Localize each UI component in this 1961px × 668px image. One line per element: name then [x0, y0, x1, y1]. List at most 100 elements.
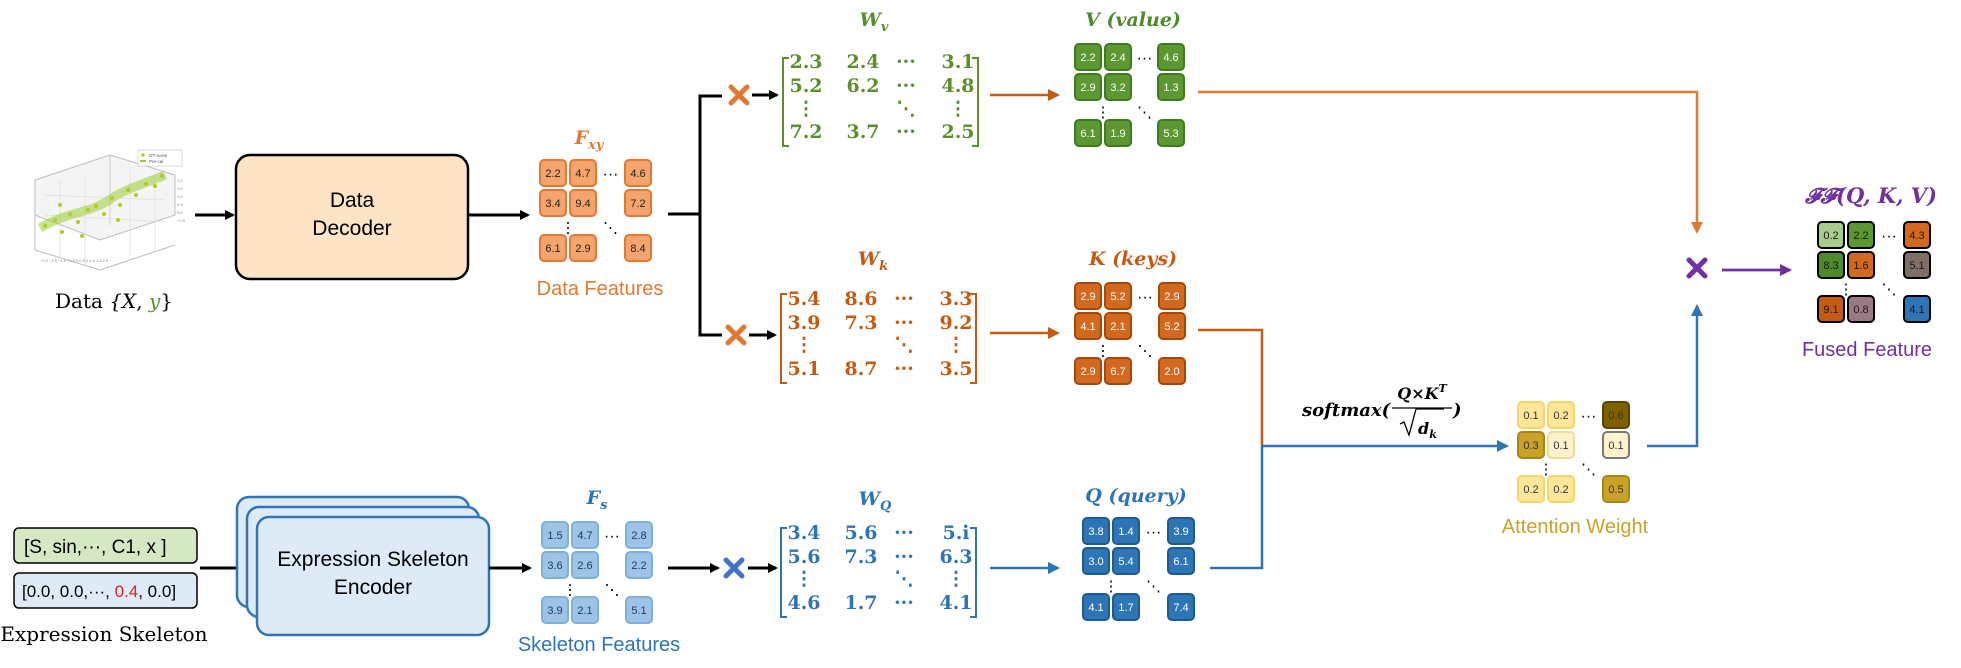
- attention-cell: 0.1: [1517, 401, 1545, 429]
- q_matrix-cell: 3.8: [1082, 517, 1110, 545]
- attention-cell: 0.1: [1547, 431, 1575, 459]
- attention-cell-value: 0.3: [1523, 440, 1538, 452]
- k_matrix-cell-value: 6.7: [1110, 366, 1125, 378]
- wq-entry: ⋮: [947, 568, 966, 590]
- multiply-icon-k: [725, 324, 747, 346]
- wk-entry: 5.4: [787, 288, 820, 310]
- k_matrix-cell: 5.2: [1158, 312, 1186, 340]
- svg-text:): ): [1452, 400, 1462, 421]
- wq-entry: ⋱: [895, 568, 914, 590]
- v_matrix-cell-value: 1.3: [1163, 82, 1178, 94]
- skeleton-values-text: [0.0, 0.0,···, 0.4, 0.0]: [22, 582, 176, 601]
- data_features-cell-value: 9.4: [575, 198, 590, 210]
- k-matrix-title: K (keys): [1088, 248, 1177, 270]
- v_matrix-cell-value: 1.9: [1110, 128, 1125, 140]
- skeleton_features-cell: 3.9: [541, 596, 569, 624]
- multiply-icon-q: [723, 557, 745, 579]
- fused-cell-value: 5.1: [1909, 260, 1924, 272]
- h-ellipsis: ···: [1146, 524, 1162, 541]
- fused-cell-value: 0.8: [1853, 304, 1868, 316]
- k_matrix-cell: 2.0: [1158, 357, 1186, 385]
- skeleton_features-cell: 2.1: [571, 596, 599, 624]
- fused-cell-value: 8.3: [1823, 260, 1838, 272]
- wv-entry: ···: [896, 51, 916, 73]
- skeleton-values-box: [0.0, 0.0,···, 0.4, 0.0]: [13, 572, 198, 609]
- q_matrix-cell: 5.4: [1112, 547, 1140, 575]
- fused-title: 𝓕𝓕(Q, K, V): [1804, 183, 1937, 208]
- fusion-multiply-icon: [1686, 257, 1708, 279]
- line-k-to-softmax: [1198, 328, 1264, 446]
- data_features-cell: 4.7: [569, 159, 597, 187]
- d-ellipsis: ⋱: [603, 220, 618, 237]
- q_matrix-cell-value: 3.0: [1088, 556, 1103, 568]
- q_matrix-cell-value: 4.1: [1088, 602, 1103, 614]
- plot-legend-gt: GT-noise: [149, 153, 168, 158]
- wk-entry: ⋮: [947, 334, 966, 356]
- wv-entry: ···: [896, 121, 916, 143]
- fused-cell: 1.6: [1847, 251, 1875, 279]
- skeleton_features-cell: 3.6: [541, 551, 569, 579]
- v-ellipsis: ⋮: [561, 220, 576, 237]
- q_matrix-cell: 4.1: [1082, 593, 1110, 621]
- wq-entry: ···: [894, 546, 914, 568]
- wq-entry: 5.6: [787, 546, 820, 568]
- skeleton_features-cell: 4.7: [571, 521, 599, 549]
- d-ellipsis: ⋱: [605, 582, 620, 599]
- k_matrix-cell: 6.7: [1104, 357, 1132, 385]
- wv-entry: 3.1: [941, 51, 974, 73]
- k_matrix-cell-value: 5.2: [1110, 291, 1125, 303]
- data-input-label: Data {X, y}: [55, 289, 173, 313]
- attention-weight-caption: Attention Weight: [1502, 516, 1649, 538]
- k_matrix-cell: 4.1: [1074, 312, 1102, 340]
- skeleton-encoder-label-1: Expression Skeleton: [277, 548, 468, 571]
- q_matrix-cell: 1.4: [1112, 517, 1140, 545]
- v_matrix-cell: 1.3: [1157, 73, 1185, 101]
- data_features-cell-value: 3.4: [545, 198, 560, 210]
- svg-text:1.5: 1.5: [177, 186, 183, 191]
- svg-text:−2.0 −1.5 −1.0 −0.5 0.0 0.5 1.: −2.0 −1.5 −1.0 −0.5 0.0 0.5 1.0 1.5 2.0: [40, 258, 109, 263]
- v_matrix-cell: 2.2: [1074, 43, 1102, 71]
- wk-symbol: Wk: [858, 248, 888, 274]
- svg-text:softmax(: softmax(: [1301, 400, 1392, 421]
- data_features-cell: 2.2: [539, 159, 567, 187]
- data-decoder-label-2: Decoder: [312, 217, 391, 240]
- svg-text:0.0: 0.0: [177, 210, 183, 215]
- q_matrix-cell: 3.0: [1082, 547, 1110, 575]
- wk-entry: ···: [894, 288, 914, 310]
- k_matrix-cell-value: 2.1: [1110, 321, 1125, 333]
- h-ellipsis: ···: [1137, 50, 1153, 67]
- k_matrix-cell: 2.9: [1158, 282, 1186, 310]
- wk-entry: 3.3: [939, 288, 972, 310]
- data_features-cell: 6.1: [539, 234, 567, 262]
- fused-cell-value: 4.3: [1909, 230, 1924, 242]
- wv-entry: 3.7: [846, 121, 879, 143]
- data_features-cell: 9.4: [569, 189, 597, 217]
- fused-cell: 2.2: [1847, 221, 1875, 249]
- fused-cell: 4.1: [1903, 295, 1931, 323]
- wk-entry: 5.1: [787, 358, 820, 380]
- v_matrix-cell: 5.3: [1157, 119, 1185, 147]
- h-ellipsis: ···: [1137, 289, 1153, 306]
- data_features-cell: 4.6: [624, 159, 652, 187]
- h-ellipsis: ···: [1881, 228, 1897, 245]
- data_features-cell: 2.9: [569, 234, 597, 262]
- wv-entry: 2.3: [789, 51, 822, 73]
- attention-cell: 0.1: [1602, 431, 1630, 459]
- skeleton_features-cell: 2.8: [625, 521, 653, 549]
- data_features-cell: 8.4: [624, 234, 652, 262]
- attention-cell: 0.2: [1547, 401, 1575, 429]
- v_matrix-cell: 3.2: [1104, 73, 1132, 101]
- attention-cell-value: 0.1: [1523, 410, 1538, 422]
- fused-cell-value: 4.1: [1909, 304, 1924, 316]
- wq-entry: ⋮: [795, 568, 814, 590]
- d-ellipsis: ⋱: [1137, 104, 1152, 121]
- line-v-to-fusion: [1198, 90, 1703, 234]
- attention-cell-value: 0.2: [1523, 484, 1538, 496]
- wq-entry: 6.3: [939, 546, 972, 568]
